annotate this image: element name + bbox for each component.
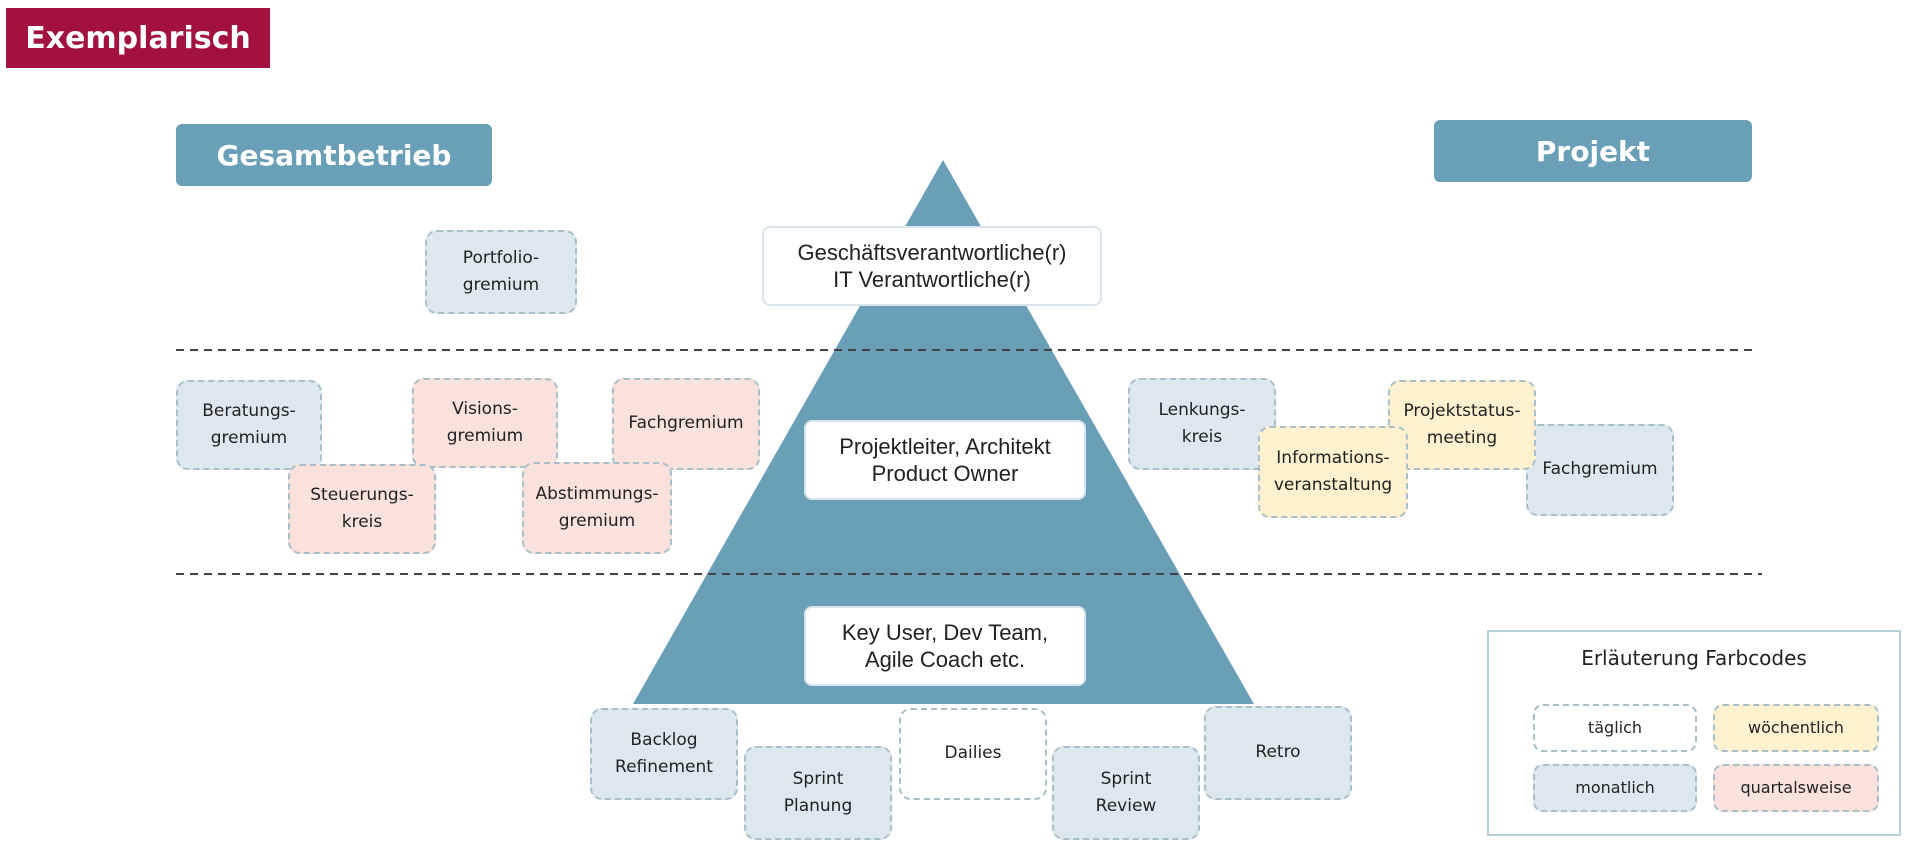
pyramid-bottom-line-1: Key User, Dev Team, [841,619,1049,645]
legend-monatlich: monatlich [1533,764,1697,812]
color-legend: Erläuterung Farbcodes täglich wöchentlic… [1487,630,1901,836]
node-label: Fachgremium [628,413,744,434]
node-label: Backlog [630,729,698,750]
node-sprint-planung: Sprint Planung [744,746,892,840]
node-label: Portfolio- [462,247,540,268]
gesamtbetrieb-header: Gesamtbetrieb [176,124,492,186]
node-label: Retro [1255,742,1301,763]
legend-taeglich: täglich [1533,704,1697,752]
node-beratungs-gremium: Beratungs- gremium [176,380,322,470]
node-label: kreis [341,512,383,532]
node-label: Visions- [452,398,518,419]
node-label: Beratungs- [202,400,296,421]
legend-label: täglich [1587,718,1643,738]
node-label: kreis [1181,427,1223,447]
node-dailies: Dailies [899,708,1047,800]
node-lenkungs-kreis: Lenkungs- kreis [1128,378,1276,470]
node-label: Sprint [1100,768,1152,789]
node-label: Steuerungs- [310,484,414,505]
pyramid-top-box: Geschäftsverantwortliche(r) IT Verantwor… [762,226,1102,306]
node-label: gremium [558,511,636,531]
node-label: veranstaltung [1273,475,1393,495]
node-label: gremium [462,275,540,295]
node-label: Informations- [1276,447,1390,468]
pyramid-bottom-box: Key User, Dev Team, Agile Coach etc. [804,606,1086,686]
pyramid-middle-box: Projektleiter, Architekt Product Owner [804,420,1086,500]
node-label: Refinement [615,757,713,777]
node-label: Projektstatus- [1403,400,1521,421]
legend-woechentlich: wöchentlich [1713,704,1879,752]
node-label: gremium [210,428,288,448]
pyramid-middle-line-2: Product Owner [871,461,1019,486]
node-label: Lenkungs- [1158,399,1246,420]
node-retro: Retro [1204,706,1352,800]
node-label: Abstimmungs- [535,483,659,504]
node-label: Review [1095,796,1157,816]
node-label: Dailies [944,743,1002,764]
node-portfolio-gremium: Portfolio- gremium [425,230,577,314]
node-informations-veranstaltung: Informations- veranstaltung [1258,426,1408,518]
node-label: gremium [446,426,524,446]
pyramid-top-line-2: IT Verantwortliche(r) [833,267,1031,292]
exemplarisch-badge: Exemplarisch [6,8,270,68]
node-visions-gremium: Visions- gremium [412,378,558,468]
node-label: meeting [1426,428,1498,448]
node-label: Fachgremium [1542,459,1658,480]
node-backlog-refinement: Backlog Refinement [590,708,738,800]
node-label: Sprint [792,768,844,789]
legend-quartalsweise: quartalsweise [1713,764,1879,812]
legend-title: Erläuterung Farbcodes [1581,646,1807,670]
node-projektstatus-meeting: Projektstatus- meeting [1388,380,1536,470]
legend-label: monatlich [1575,778,1655,798]
projekt-header: Projekt [1434,120,1752,182]
pyramid-top-line-1: Geschäftsverantwortliche(r) [797,239,1067,265]
pyramid-bottom-line-2: Agile Coach etc. [864,647,1026,672]
node-steuerungs-kreis: Steuerungs- kreis [288,464,436,554]
node-fachgremium-right: Fachgremium [1526,424,1674,516]
node-sprint-review: Sprint Review [1052,746,1200,840]
node-abstimmungs-gremium: Abstimmungs- gremium [522,462,672,554]
pyramid-middle-line-1: Projektleiter, Architekt [839,433,1051,459]
node-label: Planung [783,796,853,816]
legend-label: quartalsweise [1740,778,1852,798]
legend-label: wöchentlich [1748,718,1844,738]
node-fachgremium-left: Fachgremium [612,378,760,470]
